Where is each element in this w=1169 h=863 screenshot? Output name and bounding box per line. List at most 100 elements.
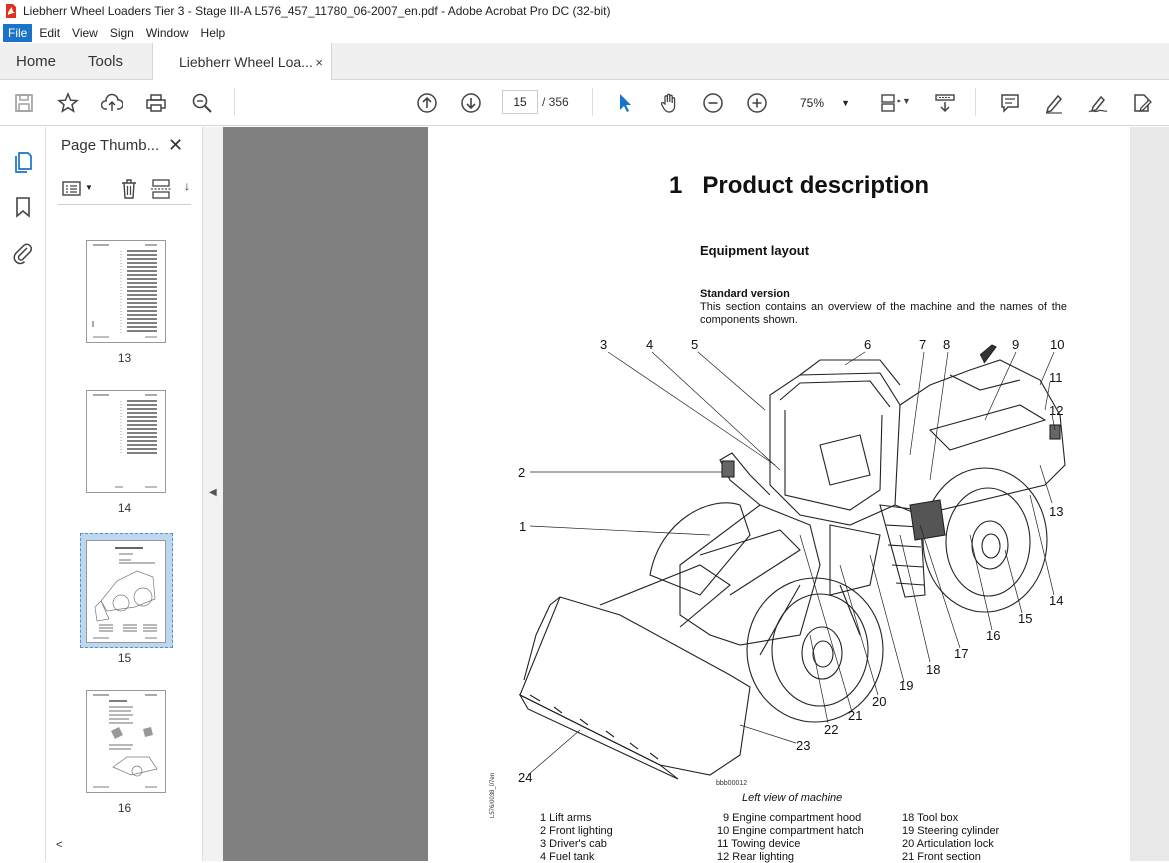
callout-number: 5 — [691, 337, 699, 352]
extract-pages-icon[interactable] — [150, 178, 172, 200]
edit-pdf-icon[interactable] — [1130, 91, 1154, 115]
toolbar-divider — [975, 88, 976, 116]
fit-page-dropdown-icon[interactable]: ▼ — [902, 96, 911, 106]
comment-icon[interactable] — [998, 91, 1022, 115]
thumbnail-page-13[interactable] — [86, 240, 166, 343]
legend-item: 11 Towing device — [717, 838, 801, 850]
thumbnail-label: 16 — [117, 801, 132, 815]
chapter-title: Product description — [702, 172, 930, 199]
thumbnail-label: 15 — [117, 651, 132, 665]
attachment-icon[interactable] — [11, 241, 35, 265]
thumbnail-preview — [92, 244, 157, 338]
callout-number: 15 — [1018, 611, 1033, 626]
tab-tools[interactable]: Tools — [88, 53, 124, 70]
figure-reference: bbb00012 — [716, 780, 748, 787]
star-icon[interactable] — [56, 91, 80, 115]
callout-number: 11 — [1049, 370, 1063, 385]
callout-number: 21 — [848, 708, 863, 723]
callout-number: 14 — [1049, 593, 1064, 608]
page-thumbnails-icon[interactable] — [11, 149, 35, 173]
legend-item: 9 Engine compartment hood — [723, 812, 862, 824]
previous-page-icon[interactable] — [415, 91, 439, 115]
menu-edit[interactable]: Edit — [39, 25, 61, 40]
scroll-left-icon[interactable]: < — [56, 839, 63, 851]
legend-item: 12 Rear lighting — [717, 851, 795, 863]
thumbnail-horizontal-scrollbar[interactable]: < > — [56, 839, 226, 855]
zoom-level-select[interactable]: 75% ▼ — [790, 91, 856, 115]
cloud-upload-icon[interactable] — [100, 91, 124, 115]
menu-window[interactable]: Window — [145, 25, 189, 40]
legend-item: 3 Driver's cab — [540, 838, 607, 850]
thumbnail-toolbar: ▼ ↓ — [58, 175, 191, 205]
thumbnail-page-15[interactable] — [86, 540, 166, 643]
thumbnail-preview — [93, 694, 158, 788]
callout-number: 1 — [519, 519, 527, 534]
zoom-level-value: 75% — [800, 96, 825, 110]
menu-file[interactable]: File — [3, 23, 33, 42]
save-icon[interactable] — [12, 91, 36, 115]
highlight-pen-icon[interactable] — [1042, 91, 1066, 115]
callout-number: 10 — [1050, 337, 1065, 352]
tab-home[interactable]: Home — [16, 53, 57, 70]
tab-close-icon[interactable]: × — [315, 54, 323, 70]
legend-item: 10 Engine compartment hatch — [717, 825, 864, 837]
callout-number: 22 — [824, 722, 839, 737]
zoom-out-icon[interactable] — [701, 91, 725, 115]
menu-help[interactable]: Help — [200, 25, 226, 40]
toolbar — [0, 80, 1169, 126]
scroll-mode-icon[interactable] — [933, 91, 957, 115]
delete-icon[interactable] — [119, 178, 139, 200]
menu-sign[interactable]: Sign — [109, 25, 134, 40]
thumbnail-page-16[interactable] — [86, 690, 166, 793]
toolbar-divider — [592, 88, 593, 116]
bookmark-icon[interactable] — [11, 195, 35, 219]
figure-caption: Left view of machine — [742, 792, 843, 804]
legend-item: 1 Lift arms — [540, 812, 592, 824]
next-page-icon[interactable] — [459, 91, 483, 115]
callout-number: 24 — [518, 770, 533, 785]
panel-title: Page Thumb... — [61, 137, 160, 154]
legend-item: 18 Tool box — [902, 812, 959, 824]
callout-number: 6 — [864, 337, 872, 352]
zoom-search-icon[interactable] — [190, 91, 214, 115]
panel-collapse-bar[interactable]: ◀ — [203, 127, 223, 861]
callout-number: 17 — [954, 646, 969, 661]
right-pane-strip — [1130, 127, 1169, 861]
page-thumbnails-panel: Page Thumb... ✕ ▼ ↓ 13 — [46, 127, 240, 861]
legend-item: 21 Front section — [902, 851, 981, 863]
options-menu-icon[interactable] — [62, 179, 82, 199]
legend-item: 4 Fuel tank — [540, 851, 595, 863]
window-title: Liebherr Wheel Loaders Tier 3 - Stage II… — [23, 4, 611, 18]
thumbnail-preview — [93, 547, 157, 639]
zoom-in-icon[interactable] — [745, 91, 769, 115]
thumbnail-page-14[interactable] — [86, 390, 166, 493]
callout-number: 16 — [986, 628, 1001, 643]
menu-view[interactable]: View — [72, 25, 98, 40]
callout-number: 2 — [518, 465, 526, 480]
draw-sign-icon[interactable] — [1086, 91, 1110, 115]
legend-item: 19 Steering cylinder — [902, 825, 1000, 837]
page-count: / 356 — [542, 95, 569, 109]
tab-bar: Home Tools Liebherr Wheel Loa... × — [0, 43, 1169, 81]
chevron-down-icon[interactable]: ▼ — [85, 183, 93, 192]
current-page-input[interactable]: 15 — [502, 90, 538, 114]
title-bar: Liebherr Wheel Loaders Tier 3 - Stage II… — [0, 0, 1169, 22]
callout-number: 20 — [872, 694, 887, 709]
callout-number: 7 — [919, 337, 927, 352]
left-navigation-rail — [0, 127, 46, 861]
more-tools-icon[interactable]: ↓ — [184, 179, 190, 193]
collapse-left-icon[interactable]: ◀ — [209, 487, 217, 498]
chevron-down-icon: ▼ — [841, 98, 850, 108]
callout-number: 4 — [646, 337, 654, 352]
select-cursor-icon[interactable] — [613, 91, 637, 115]
document-side-code: L576/0038_07en — [490, 772, 496, 818]
hand-tool-icon[interactable] — [657, 91, 681, 115]
menu-bar: File Edit View Sign Window Help — [0, 22, 1169, 43]
intro-paragraph: This section contains an overview of the… — [700, 301, 1067, 326]
tab-document[interactable]: Liebherr Wheel Loa... × — [152, 43, 332, 81]
close-icon[interactable]: ✕ — [168, 135, 184, 155]
print-icon[interactable] — [144, 91, 168, 115]
fit-page-icon[interactable] — [878, 91, 902, 115]
legend-item: 20 Articulation lock — [902, 838, 994, 850]
callout-number: 12 — [1049, 403, 1064, 418]
